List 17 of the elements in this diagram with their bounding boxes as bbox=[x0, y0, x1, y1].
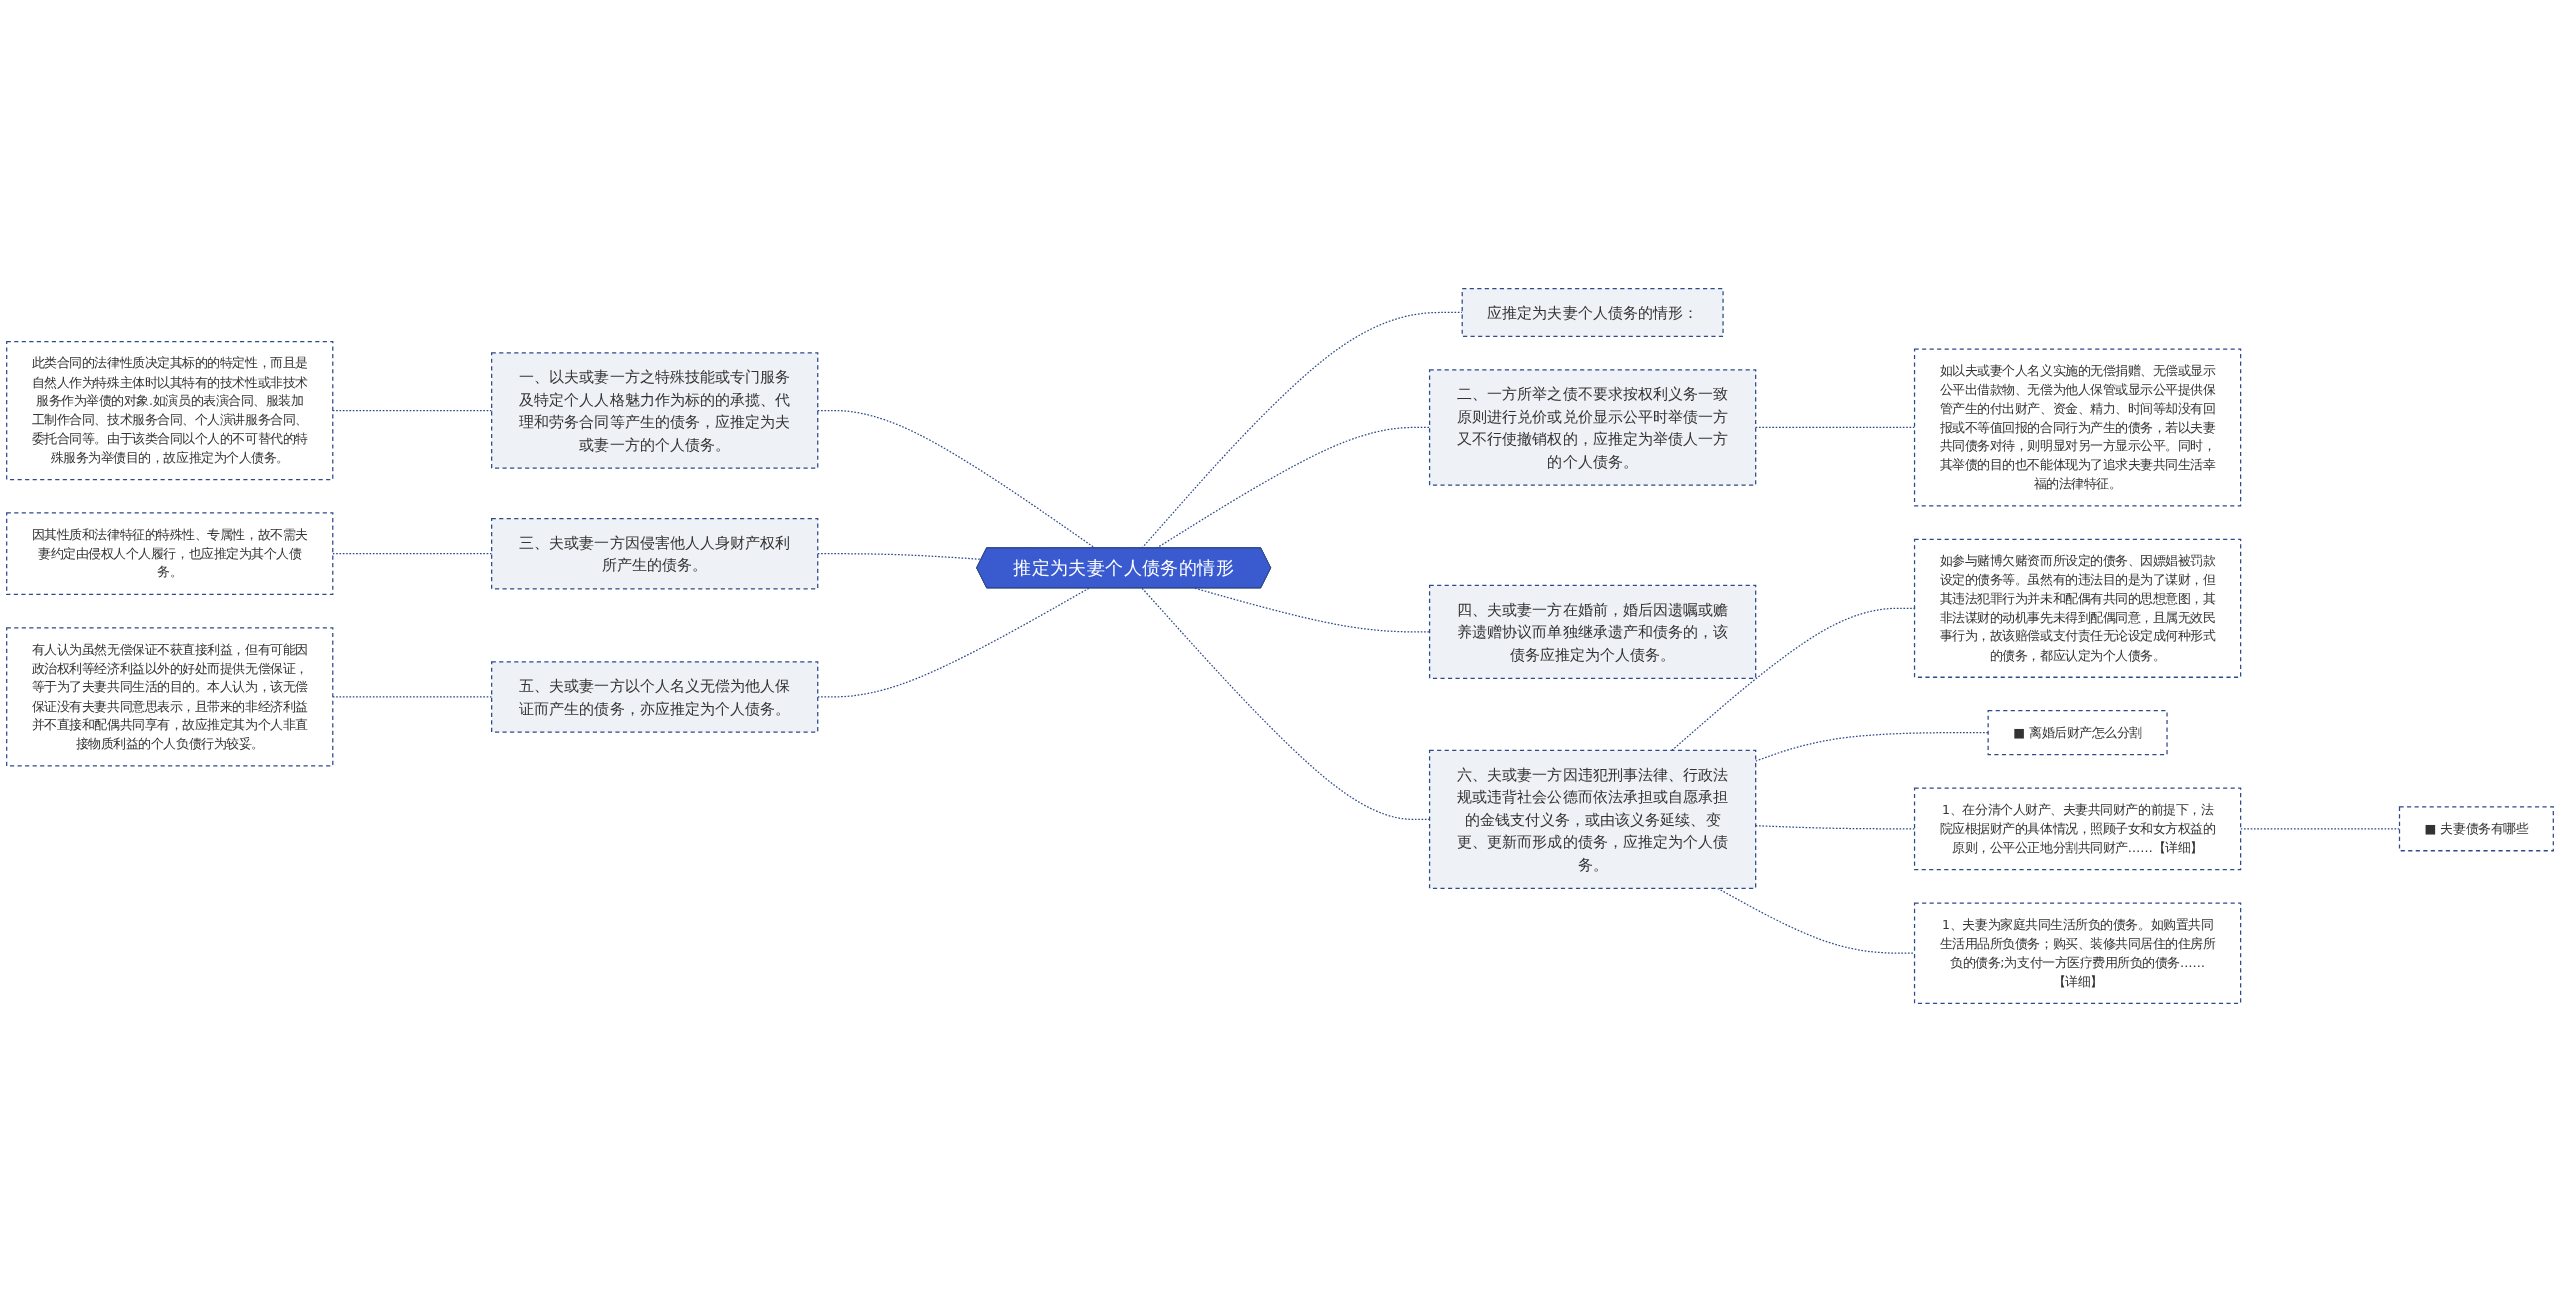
node-box: 有人认为虽然无偿保证不获直接利益，但有可能因政治权利等经济利益以外的好处而提供无偿保证，等于为了夫妻共同生活的目的。本人认为，该无偿保证没有夫妻共同意思表示，且带来的非经济利益并不直接和配偶共同享有，故应推定其为个人非直接物质利益的个人负债行为较妥。 bbox=[6, 627, 334, 767]
node-box: 六、夫或妻一方因违犯刑事法律、行政法规或违背社会公德而依法承担或自愿承担的金钱支付义务，或由该义务延续、变更、更新而形成的债务，应推定为个人债务。 bbox=[1428, 749, 1757, 889]
node-box: 一、以夫或妻一方之特殊技能或专门服务及特定个人人格魅力作为标的的承揽、代理和劳务合同等产生的债务，应推定为夫或妻一方的个人债务。 bbox=[491, 352, 819, 469]
node-box: 四、夫或妻一方在婚前，婚后因遗嘱或赡养遗赠协议而单独继承遗产和债务的，该债务应推定为个人债务。 bbox=[1428, 584, 1757, 679]
node-box: 因其性质和法律特征的特殊性、专属性，故不需夫妻约定由侵权人个人履行，也应推定为其个人债务。 bbox=[6, 512, 334, 596]
node-box: 五、夫或妻一方以个人名义无偿为他人保证而产生的债务，亦应推定为个人债务。 bbox=[491, 661, 819, 733]
node-box: 此类合同的法律性质决定其标的的特定性，而且是自然人作为特殊主体时以其特有的技术性或非技术服务作为举债的对象.如演员的表演合同、服装加工制作合同、技术服务合同、个人演讲服务合同、委托合同等。由于该类合同以个人的不可替代的特殊服务为举债目的，故应推定为个人债务。 bbox=[6, 340, 334, 481]
node-box: 1、夫妻为家庭共同生活所负的债务。如购置共同生活用品所负债务；购买、装修共同居住的住房所负的债务;为支付一方医疗费用所负的债务……【详细】 bbox=[1913, 902, 2242, 1004]
connector bbox=[1141, 311, 1463, 549]
node-box: 二、一方所举之债不要求按权利义务一致原则进行兑价或兑价显示公平时举债一方又不行使撤销权的，应推定为举债人一方的个人债务。 bbox=[1428, 369, 1757, 486]
node-box: ■ 夫妻债务有哪些 bbox=[2398, 806, 2554, 852]
node-box: 1、在分清个人财产、夫妻共同财产的前提下，法院应根据财产的具体情况，照顾子女和女方权益的原则，公平公正地分割共同财产……【详细】 bbox=[1913, 787, 2242, 871]
node-box: 如以夫或妻个人名义实施的无偿捐赠、无偿或显示公平出借款物、无偿为他人保管或显示公平提供保管产生的付出财产、资金、精力、时间等却没有回报或不等值回报的合同行为产生的债务，若以夫妻共同债务对待，则明显对另一方显示公平。同时，其举债的目的也不能体现为了追求夫妻共同生活幸福的法律特征。 bbox=[1913, 348, 2242, 507]
node-box: 如参与赌博欠赌资而所设定的债务、因嫖娼被罚款设定的债务等。虽然有的违法目的是为了谋财，但其违法犯罪行为并未和配偶有共同的思想意图，其非法谋财的动机事先未得到配偶同意，且属无效民事行为，故该赔偿或支付责任无论设定成何种形式的债务，都应认定为个人债务。 bbox=[1913, 538, 2242, 678]
node-box: 三、夫或妻一方因侵害他人人身财产权利所产生的债务。 bbox=[491, 517, 819, 590]
node-box: ■ 离婚后财产怎么分割 bbox=[1987, 710, 2168, 756]
node-box: 应推定为夫妻个人债务的情形： bbox=[1461, 288, 1724, 337]
